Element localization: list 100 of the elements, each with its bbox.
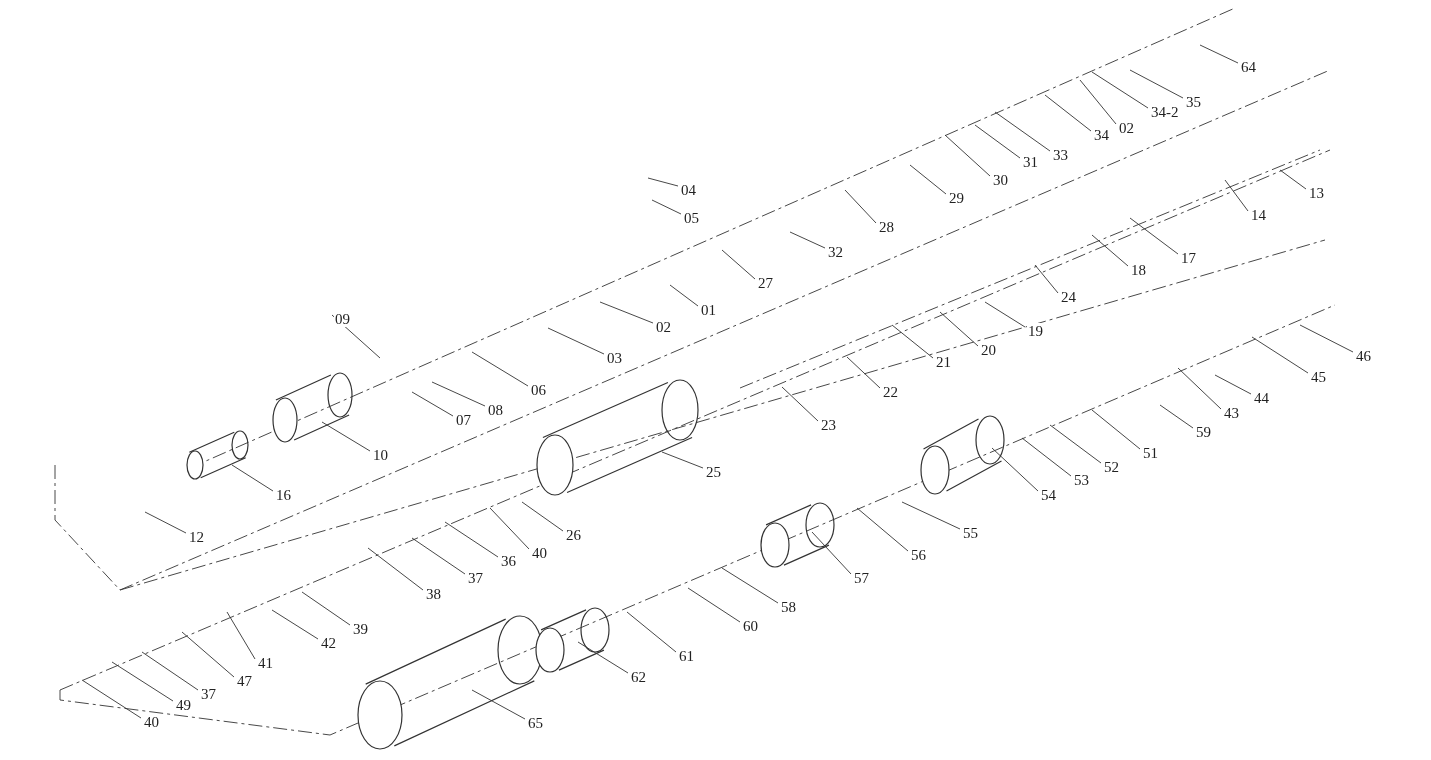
callout-number: 13: [1308, 185, 1325, 201]
callout-number: 24: [1060, 289, 1077, 305]
callout-number: 59: [1195, 424, 1212, 440]
callout-number: 29: [948, 190, 965, 206]
leader-line: [231, 464, 274, 492]
callout-number: 39: [352, 621, 369, 637]
callout-number: 55: [962, 525, 979, 541]
leader-line: [411, 537, 466, 575]
leader-line: [1251, 336, 1309, 374]
leader-line: [1091, 234, 1129, 267]
leader-line: [489, 507, 530, 550]
leader-line: [599, 301, 654, 324]
leader-line: [944, 134, 991, 177]
leader-line: [1034, 264, 1059, 294]
callout-number: 34: [1093, 127, 1110, 143]
callout-number: 42: [320, 635, 337, 651]
leader-line: [789, 231, 826, 249]
leader-line: [811, 531, 852, 575]
leader-line: [721, 567, 779, 604]
callout-number: 26: [565, 527, 582, 543]
callout-number: 45: [1310, 369, 1327, 385]
leader-line: [321, 421, 371, 452]
leader-line: [687, 587, 741, 623]
leader-line: [1159, 404, 1194, 429]
leader-line: [144, 511, 187, 534]
leader-line: [471, 689, 526, 720]
callout-number: 03: [606, 350, 623, 366]
leader-line: [669, 284, 699, 307]
callout-number: 43: [1223, 405, 1240, 421]
callout-number: 33: [1052, 147, 1069, 163]
leader-line: [901, 501, 961, 530]
callout-number: 49: [175, 697, 192, 713]
leader-line: [181, 631, 235, 678]
callout-number: 08: [487, 402, 504, 418]
leader-line: [909, 164, 947, 195]
leader-line: [271, 609, 319, 640]
callout-number: 31: [1022, 154, 1039, 170]
leader-line: [1224, 179, 1249, 212]
leader-line: [444, 521, 499, 558]
callout-number: 51: [1142, 445, 1159, 461]
callout-number: 61: [678, 648, 695, 664]
leader-line: [846, 356, 881, 389]
callout-number: 06: [530, 382, 547, 398]
callout-number: 65: [527, 715, 544, 731]
leader-line: [301, 591, 351, 626]
callout-number: 38: [425, 586, 442, 602]
leader-line: [111, 661, 174, 702]
leader-line: [471, 351, 529, 387]
callout-number: 23: [820, 417, 837, 433]
leader-line: [626, 611, 677, 653]
callout-number: 18: [1130, 262, 1147, 278]
leader-line: [1049, 424, 1102, 464]
callout-number: 20: [980, 342, 997, 358]
leader-line: [891, 324, 934, 359]
callout-number: 53: [1073, 472, 1090, 488]
callout-number: 02: [655, 319, 672, 335]
callout-number: 57: [853, 570, 870, 586]
callout-number: 44: [1253, 390, 1270, 406]
callout-number: 04: [680, 182, 697, 198]
callout-number: 12: [188, 529, 205, 545]
callout-number: 28: [878, 219, 895, 235]
leader-line: [331, 314, 381, 359]
leader-line: [521, 501, 564, 532]
callout-number: 09: [334, 311, 351, 327]
leader-line: [1021, 437, 1072, 477]
callout-number: 01: [700, 302, 717, 318]
callout-number: 37: [200, 686, 217, 702]
leader-line: [1129, 69, 1184, 99]
callout-number: 02: [1118, 120, 1135, 136]
leader-line: [1091, 71, 1149, 109]
leader-line: [367, 547, 424, 591]
callout-number: 40: [531, 545, 548, 561]
leader-line: [1279, 169, 1307, 190]
callout-number: 07: [455, 412, 472, 428]
leader-line: [994, 111, 1051, 152]
callout-number: 35: [1185, 94, 1202, 110]
callout-number: 58: [780, 599, 797, 615]
leader-line: [974, 124, 1021, 159]
callout-number: 34-2: [1150, 104, 1180, 120]
callout-number: 27: [757, 275, 774, 291]
callout-number: 17: [1180, 250, 1197, 266]
callout-number: 56: [910, 547, 927, 563]
leader-line: [844, 189, 877, 224]
leader-line: [984, 301, 1026, 328]
leader-line: [939, 311, 979, 347]
leader-line: [1214, 374, 1252, 395]
callout-number: 21: [935, 354, 952, 370]
leader-line: [781, 386, 819, 422]
leader-line: [1177, 367, 1222, 410]
callout-number: 52: [1103, 459, 1120, 475]
callout-number: 60: [742, 618, 759, 634]
callout-number: 22: [882, 384, 899, 400]
leader-line: [856, 507, 909, 552]
leader-line: [1299, 324, 1354, 353]
callout-number: 47: [236, 673, 253, 689]
callout-number: 30: [992, 172, 1009, 188]
callout-number: 37: [467, 570, 484, 586]
callout-number: 62: [630, 669, 647, 685]
leader-line: [1044, 94, 1092, 132]
leader-line: [431, 381, 486, 407]
